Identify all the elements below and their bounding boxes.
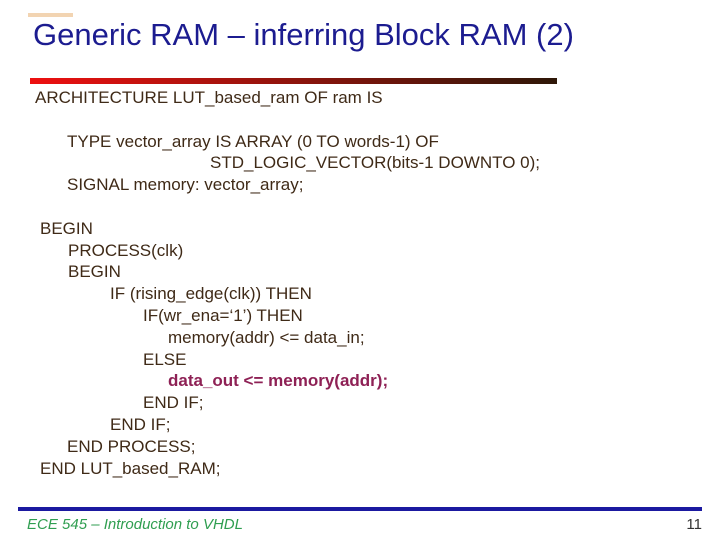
code-line: SIGNAL memory: vector_array; bbox=[67, 175, 304, 195]
code-line: ELSE bbox=[143, 349, 187, 369]
slide-title: Generic RAM – inferring Block RAM (2) bbox=[33, 17, 574, 52]
code-line: IF(wr_ena=‘1’) THEN bbox=[143, 305, 303, 325]
footer-divider-line bbox=[18, 507, 702, 511]
code-line: IF (rising_edge(clk)) THEN bbox=[110, 284, 312, 304]
code-line: END IF; bbox=[110, 414, 171, 434]
code-block: ARCHITECTURE LUT_based_ram OF ram IS TYP… bbox=[0, 87, 720, 479]
code-line: STD_LOGIC_VECTOR(bits-1 DOWNTO 0); bbox=[210, 153, 540, 173]
code-line-highlighted: data_out <= memory(addr); bbox=[168, 371, 389, 391]
title-underline-bar bbox=[30, 78, 557, 84]
code-line: BEGIN bbox=[40, 218, 93, 238]
top-left-dash-decoration bbox=[28, 13, 73, 17]
code-line bbox=[0, 109, 720, 131]
code-line: END IF; bbox=[143, 393, 204, 413]
page-number: 11 bbox=[686, 516, 702, 533]
code-line bbox=[0, 196, 720, 218]
code-line: PROCESS(clk) bbox=[68, 240, 184, 260]
code-line: ARCHITECTURE LUT_based_ram OF ram IS bbox=[35, 88, 383, 107]
code-line: END PROCESS; bbox=[67, 436, 196, 456]
code-line: END LUT_based_RAM; bbox=[40, 458, 221, 478]
footer-course-label: ECE 545 – Introduction to VHDL bbox=[27, 516, 243, 533]
code-line: memory(addr) <= data_in; bbox=[168, 327, 365, 347]
code-line: TYPE vector_array IS ARRAY (0 TO words-1… bbox=[67, 131, 439, 151]
code-line: BEGIN bbox=[68, 262, 121, 282]
